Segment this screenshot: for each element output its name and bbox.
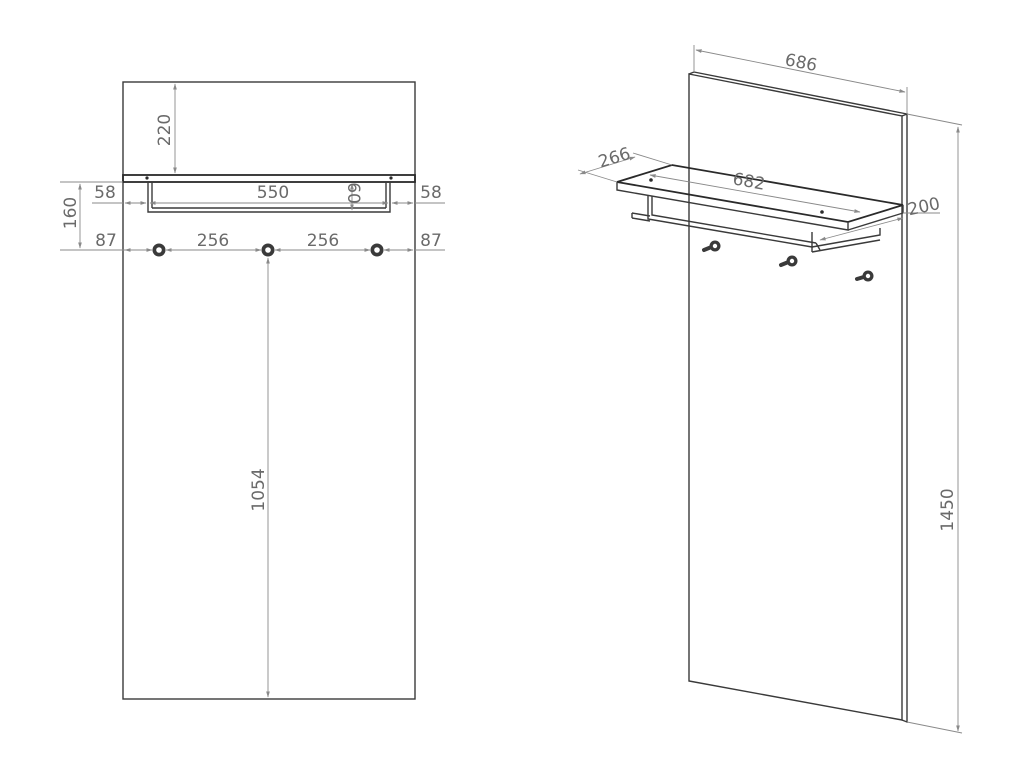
dim-220-label: 220: [155, 114, 175, 146]
dim-87-right-label: 87: [420, 231, 442, 251]
iso-view: 686 266 682 200 1450: [577, 45, 963, 734]
front-shelf: [122, 174, 416, 213]
dim-60-label: 60: [343, 182, 363, 204]
front-panel-outline: [122, 81, 416, 700]
front-hook-right: [370, 243, 384, 257]
dim-266-label: 266: [596, 144, 633, 173]
front-hook-left: [152, 243, 166, 257]
dim-1450-label: 1450: [938, 488, 958, 531]
dim-58-right-label: 58: [420, 183, 442, 203]
dim-550-label: 550: [257, 183, 289, 203]
dim-682-label: 682: [731, 169, 766, 194]
dim-256-left-label: 256: [197, 231, 229, 251]
dim-200-label: 200: [906, 194, 942, 220]
front-view: 220 160 58 550 58 60 87 256 256 87 1054: [60, 81, 445, 700]
dim-686-label: 686: [783, 50, 819, 76]
iso-hook-left: [702, 240, 721, 252]
dim-256-right-label: 256: [307, 231, 339, 251]
front-hook-center: [261, 243, 275, 257]
dim-58-left-label: 58: [94, 183, 116, 203]
dim-87-left-label: 87: [95, 231, 117, 251]
dim-1054-label: 1054: [249, 468, 269, 511]
dim-160-label: 160: [61, 197, 81, 229]
iso-panel-outline: [688, 73, 903, 721]
iso-hook-right: [855, 270, 874, 282]
iso-hook-center: [779, 255, 798, 267]
